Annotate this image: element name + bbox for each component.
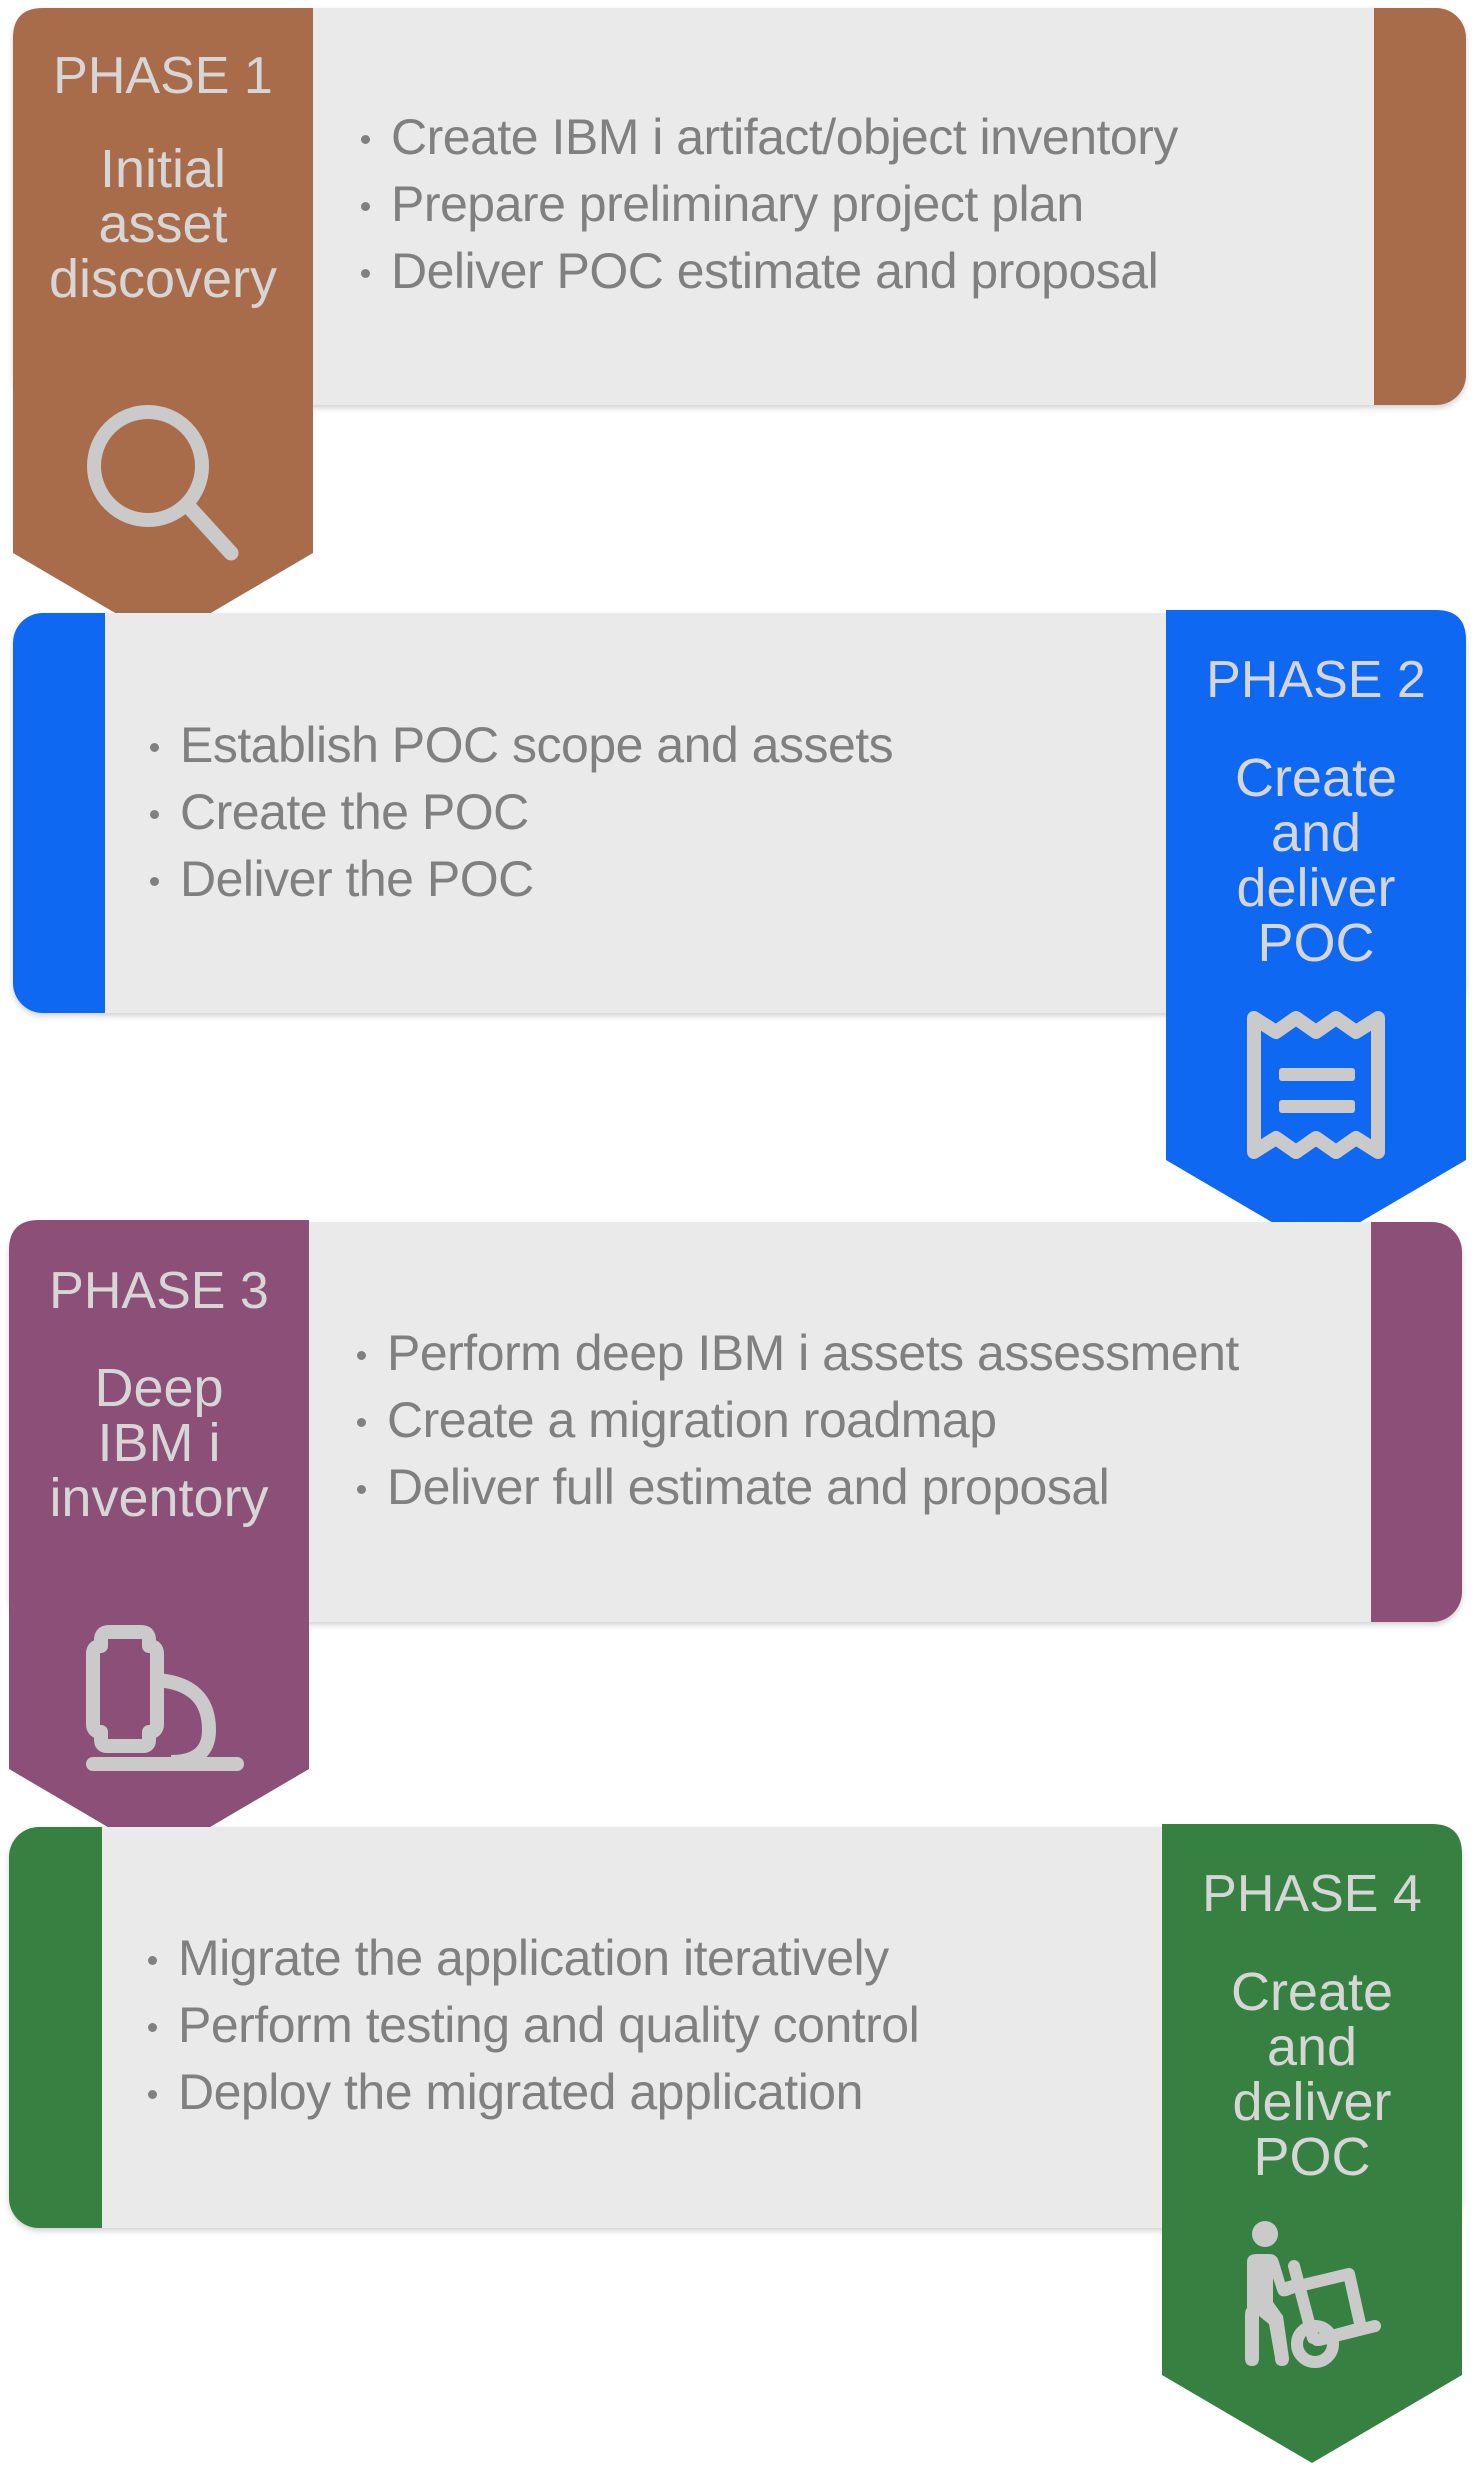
phase-4-bullet-list: Migrate the application iteratively Perf… [148, 1925, 920, 2126]
phase-4-title-line: and [1266, 2017, 1358, 2077]
magnifier-icon [87, 405, 239, 561]
phase-2-bullet-list: Establish POC scope and assets Create th… [150, 712, 894, 913]
phase-4-label: PHASE 4 [1202, 1865, 1422, 1923]
phase-2-bullet: Create the POC [150, 779, 893, 846]
phase-3-title: Deep IBM i inventory [9, 1361, 309, 1526]
phase-3-tab-shape [9, 1220, 309, 1857]
phase-4-bullet: Deploy the migrated application [148, 2059, 919, 2126]
phase-1-tab-shape [13, 8, 313, 641]
phase-4-title-line: POC [1253, 2127, 1371, 2187]
phase-3-accent-strip [1371, 1222, 1462, 1622]
phase-3-bullet: Create a migration roadmap [357, 1387, 1239, 1454]
phase-2-title: Create and deliver POC [1166, 751, 1466, 971]
phase-1-tab: PHASE 1 Initial asset discovery [13, 8, 313, 641]
phase-3-bullet-list: Perform deep IBM i assets assessment Cre… [357, 1320, 1239, 1521]
phase-4-bullet: Migrate the application iteratively [148, 1925, 919, 1992]
phase-3-title-line: IBM i [97, 1413, 221, 1473]
phase-1-title: Initial asset discovery [13, 142, 313, 307]
phase-2-bullet: Deliver the POC [150, 846, 893, 913]
receipt-icon [1247, 1011, 1385, 1159]
phase-2-label: PHASE 2 [1206, 651, 1426, 709]
phase-2-title-line: Create [1234, 748, 1398, 808]
phase-4-bullet: Perform testing and quality control [148, 1992, 920, 2059]
phase-1-bullet: Deliver POC estimate and proposal [361, 238, 1178, 305]
phase-4-accent-strip [9, 1827, 102, 2228]
phase-2-title-line: and [1270, 803, 1362, 863]
phase-3-tab: PHASE 3 Deep IBM i inventory [9, 1220, 309, 1857]
hand-truck-worker-icon [1245, 2221, 1381, 2368]
phase-3-bullet: Perform deep IBM i assets assessment [357, 1320, 1239, 1387]
phase-1-title-line: discovery [48, 249, 278, 309]
phase-4-tab-shape [1162, 1824, 1462, 2463]
phase-2-title-line: POC [1257, 913, 1375, 973]
phase-3-label: PHASE 3 [49, 1262, 269, 1320]
phase-4-tab: PHASE 4 Create and deliver POC [1162, 1824, 1462, 2463]
phase-1-bullet-list: Create IBM i artifact/object inventory P… [361, 104, 1178, 305]
phase-2-tab-shape [1166, 610, 1466, 1248]
phase-2-accent-strip [13, 613, 105, 1013]
phase-4-title: Create and deliver POC [1162, 1965, 1462, 2185]
phase-1-accent-strip [1374, 8, 1466, 405]
phase-2-bullet: Establish POC scope and assets [150, 712, 894, 779]
phase-3-title-line: Deep [94, 1358, 224, 1418]
phase-4-title-line: Create [1230, 1962, 1394, 2022]
phase-1-label: PHASE 1 [53, 47, 273, 105]
phase-1-title-line: asset [98, 194, 228, 254]
microscope-icon [86, 1625, 244, 1771]
phase-4-title-line: deliver [1232, 2072, 1392, 2132]
phase-3-title-line: inventory [49, 1468, 269, 1528]
phase-1-bullet: Prepare preliminary project plan [361, 171, 1178, 238]
phase-2-tab: PHASE 2 Create and deliver POC [1166, 610, 1466, 1248]
phase-1-bullet: Create IBM i artifact/object inventory [361, 104, 1178, 171]
phase-1-title-line: Initial [99, 139, 227, 199]
phase-3-bullet: Deliver full estimate and proposal [357, 1454, 1239, 1521]
phase-2-title-line: deliver [1236, 858, 1396, 918]
